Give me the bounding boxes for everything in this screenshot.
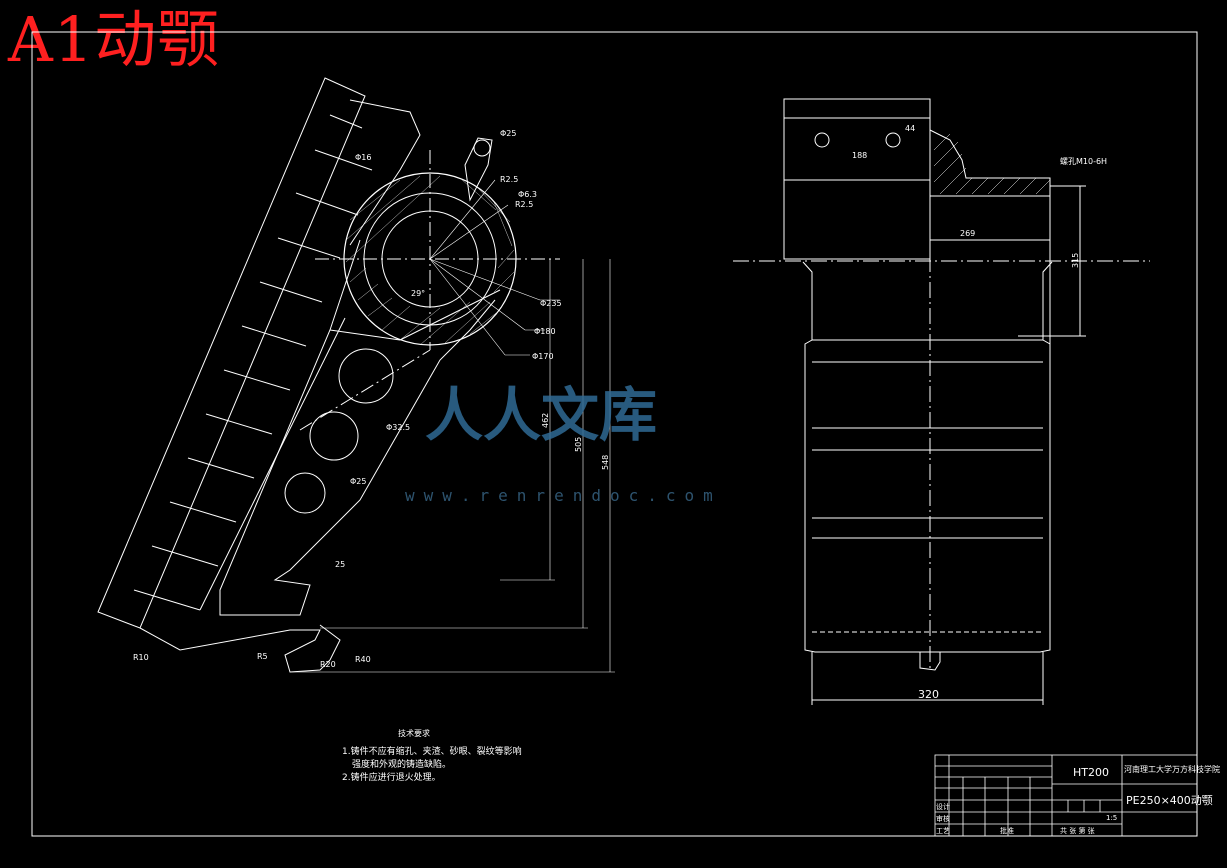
- title-block: [934, 754, 1198, 837]
- dim-r40: R40: [355, 655, 371, 664]
- dim-d235: Φ235: [540, 299, 562, 308]
- tech-notes-heading: 技术要求: [398, 729, 430, 738]
- dim-d25-hole: Φ25: [350, 477, 366, 486]
- tech-note-line-1: 1.铸件不应有缩孔、夹渣、砂眼、裂纹等影响: [342, 747, 522, 757]
- tb-label-check: 审核: [936, 815, 950, 823]
- tech-note-line-3: 2.铸件应进行退火处理。: [342, 773, 441, 783]
- dim-d25: Φ25: [500, 129, 516, 138]
- outer-frame: [31, 31, 1198, 837]
- watermark-url: www.renrendoc.com: [405, 486, 722, 505]
- dim-d170: Φ170: [532, 352, 554, 361]
- jaw-right-view: [733, 98, 1150, 705]
- dim-r5: R5: [257, 652, 268, 661]
- right-view-hatch: [933, 133, 1051, 195]
- tech-notes: 技术要求 1.铸件不应有缩孔、夹渣、砂眼、裂纹等影响 强度和外观的铸造缺陷。 2…: [342, 727, 522, 785]
- dim-462: 462: [541, 413, 550, 428]
- dim-r25b: R2.5: [515, 200, 533, 209]
- radial-leaders: [429, 179, 560, 356]
- dim-44: 44: [905, 124, 915, 133]
- dim-d63: Φ6.3: [518, 190, 537, 199]
- tb-material: HT200: [1073, 766, 1109, 779]
- dim-320: 320: [918, 688, 939, 701]
- dim-r20: R20: [320, 660, 336, 669]
- dim-505: 505: [574, 437, 583, 452]
- tb-label-approve: 批准: [1000, 827, 1014, 835]
- dim-188: 188: [852, 151, 867, 160]
- tb-label-design: 设计: [936, 803, 950, 811]
- dim-d180: Φ180: [534, 327, 556, 336]
- dim-d32-5: Φ32.5: [386, 423, 410, 432]
- jaw-left-view: [97, 77, 560, 673]
- tech-note-line-2: 强度和外观的铸造缺陷。: [352, 760, 452, 770]
- tb-school: 河南理工大学万方科技学院: [1124, 765, 1220, 774]
- tb-sheet-count: 共 张 第 张: [1060, 827, 1095, 835]
- dim-d16: Φ16: [355, 153, 371, 162]
- sheet-title: A1动颚: [8, 3, 221, 76]
- thread-callout: 螺孔M10-6H: [1060, 156, 1107, 166]
- watermark-brand: 人人文库: [425, 381, 658, 449]
- tb-label-process: 工艺: [936, 827, 950, 835]
- vertical-dims: [290, 259, 615, 673]
- ring-hatch: [345, 175, 515, 346]
- dim-548: 548: [601, 455, 610, 470]
- dim-269: 269: [960, 229, 975, 238]
- tb-part-name: PE250×400动颚: [1126, 794, 1213, 807]
- tb-scale: 1:5: [1106, 814, 1118, 822]
- dim-r10: R10: [133, 653, 149, 662]
- dim-25: 25: [335, 560, 345, 569]
- dim-angle-29: 29°: [411, 289, 425, 298]
- dim-315: 315: [1071, 253, 1080, 268]
- dim-r25a: R2.5: [500, 175, 518, 184]
